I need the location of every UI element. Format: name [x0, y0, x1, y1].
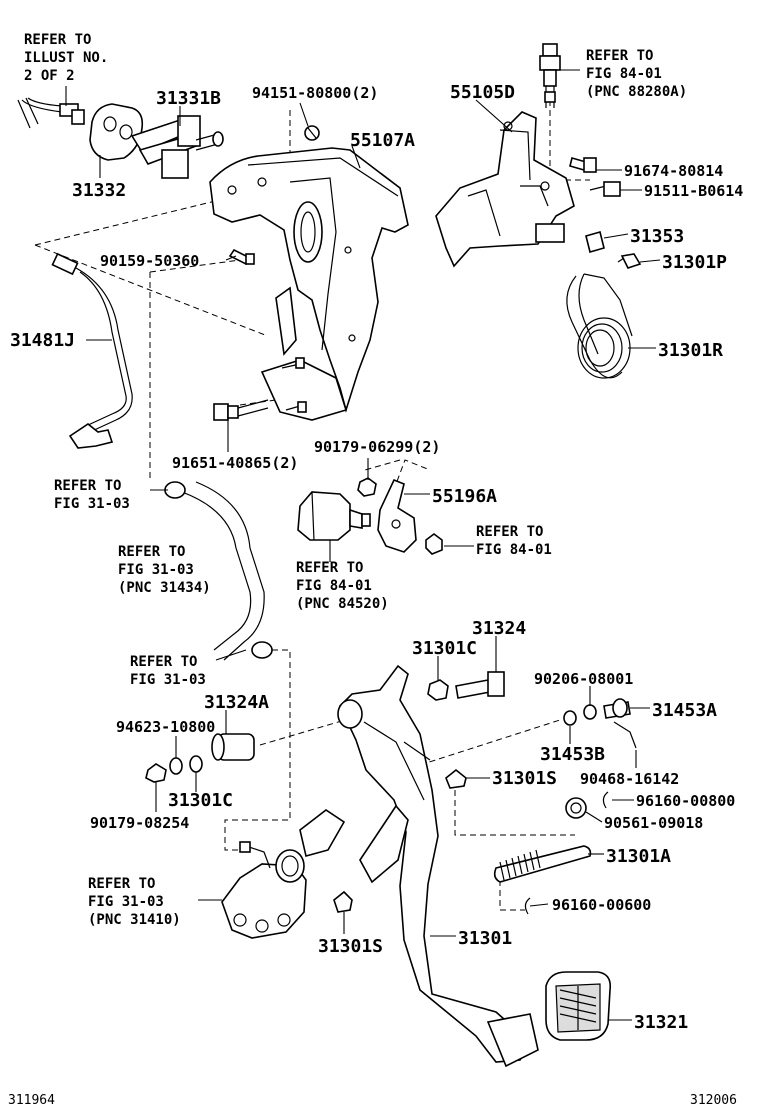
- ref-31410-line3: (PNC 31410): [88, 912, 181, 928]
- hose-31434: [164, 481, 273, 661]
- ref-84-01-line2: FIG 84-01: [476, 542, 552, 558]
- label-94623-10800: 94623-10800: [116, 718, 215, 736]
- bracket-55105D: [435, 111, 575, 268]
- push-rod-31331B: [130, 115, 224, 179]
- eclip-96160a: [602, 791, 609, 809]
- label-31321: 31321: [634, 1012, 688, 1033]
- label-90206-08001: 90206-08001: [534, 670, 633, 688]
- label-91511-B0614: 91511-B0614: [644, 182, 743, 200]
- label-96160-00600: 96160-00600: [552, 896, 651, 914]
- pedal-pad-31321: [545, 971, 612, 1041]
- bolt-90159: [228, 248, 255, 266]
- label-55105D: 55105D: [450, 82, 515, 103]
- ref-illust-line1: REFER TO: [24, 32, 91, 48]
- label-31301S-lower: 31301S: [318, 936, 383, 957]
- screw-91511: [589, 181, 621, 197]
- label-55196A: 55196A: [432, 486, 497, 507]
- switch-84520: [297, 491, 371, 541]
- corner-code-right: 312006: [690, 1093, 737, 1108]
- ref-88280A-line3: (PNC 88280A): [586, 84, 687, 100]
- clevis-90206: [563, 704, 597, 726]
- label-31453B: 31453B: [540, 744, 605, 765]
- ref-31434-line1: REFER TO: [118, 544, 185, 560]
- pin-31301P: [617, 253, 642, 269]
- ref-31410-line2: FIG 31-03: [88, 894, 164, 910]
- eclip-96160b: [524, 897, 531, 915]
- label-91674-80814: 91674-80814: [624, 162, 723, 180]
- ref-31434-line2: FIG 31-03: [118, 562, 194, 578]
- bolt-31324: [427, 671, 505, 701]
- pipe-31481J: [51, 252, 133, 449]
- ref-31434-line3: (PNC 31434): [118, 580, 211, 596]
- label-31301C-lower: 31301C: [168, 790, 233, 811]
- collar-31324A: [211, 733, 255, 761]
- label-90468-16142: 90468-16142: [580, 770, 679, 788]
- screw-91674: [569, 157, 597, 173]
- label-90159-50360: 90159-50360: [100, 252, 199, 270]
- label-31331B: 31331B: [156, 88, 221, 109]
- ref-88280A-line2: FIG 84-01: [586, 66, 662, 82]
- label-31332: 31332: [72, 180, 126, 201]
- ref-88280A-line1: REFER TO: [586, 48, 653, 64]
- label-96160-00800: 96160-00800: [636, 792, 735, 810]
- nut-90179a: [357, 477, 377, 497]
- label-31324: 31324: [472, 618, 526, 639]
- bushing-94623: [169, 755, 203, 775]
- bushing-90561: [565, 797, 587, 819]
- grommet-31332: [89, 103, 144, 161]
- dashed-guides: [34, 100, 590, 911]
- bracket-55107A: [209, 147, 409, 421]
- label-31301A: 31301A: [606, 846, 671, 867]
- clip-31353: [585, 231, 605, 253]
- spring-31301R: [566, 273, 633, 379]
- label-31301: 31301: [458, 928, 512, 949]
- stopper-31301S-a: [445, 768, 467, 789]
- ref-31410-line1: REFER TO: [88, 876, 155, 892]
- ref-31-03a-line2: FIG 31-03: [54, 496, 130, 512]
- ref-31-03b-line1: REFER TO: [130, 654, 197, 670]
- label-90179-08254: 90179-08254: [90, 814, 189, 832]
- bolt-94151: [304, 125, 320, 141]
- master-cylinder-31410: [221, 809, 346, 939]
- label-90179-06299: 90179-06299(2): [314, 438, 440, 456]
- nut-84-01: [425, 533, 443, 555]
- ref-31-03b-line2: FIG 31-03: [130, 672, 206, 688]
- label-31301C-upper: 31301C: [412, 638, 477, 659]
- sensor-88280A: [539, 43, 561, 108]
- shaft-spring-31301A: [493, 845, 592, 883]
- label-91651-40865: 91651-40865(2): [172, 454, 298, 472]
- nut-90179b: [145, 763, 167, 783]
- corner-code-left: 311964: [8, 1093, 55, 1108]
- ref-illust-line3: 2 OF 2: [24, 68, 75, 84]
- ref-84520-line3: (PNC 84520): [296, 596, 389, 612]
- pipe-upper-left: [17, 97, 85, 129]
- label-31301P: 31301P: [662, 252, 727, 273]
- label-31301R: 31301R: [658, 340, 723, 361]
- label-31453A: 31453A: [652, 700, 717, 721]
- pin-31453A: [603, 698, 631, 719]
- clip-90468: [613, 721, 637, 749]
- ref-31-03a-line1: REFER TO: [54, 478, 121, 494]
- label-55107A: 55107A: [350, 130, 415, 151]
- leader-lines: [65, 69, 661, 1021]
- label-90561-09018: 90561-09018: [604, 814, 703, 832]
- ref-84520-line2: FIG 84-01: [296, 578, 372, 594]
- label-31353: 31353: [630, 226, 684, 247]
- reference-notes: REFER TO ILLUST NO. 2 OF 2 REFER TO FIG …: [24, 32, 687, 928]
- label-31301S-upper: 31301S: [492, 768, 557, 789]
- bolt-91651: [213, 357, 307, 421]
- pedal-arm-31301: [337, 664, 539, 1068]
- part-number-labels: 31331B 94151-80800(2) 55105D 55107A 3133…: [10, 82, 743, 1033]
- stopper-31301S-b: [333, 890, 353, 913]
- ref-84520-line1: REFER TO: [296, 560, 363, 576]
- label-31481J: 31481J: [10, 330, 75, 351]
- label-94151-80800: 94151-80800(2): [252, 84, 378, 102]
- label-31324A: 31324A: [204, 692, 269, 713]
- bracket-55196A: [377, 478, 417, 553]
- corner-codes: 311964 312006: [8, 1093, 737, 1108]
- ref-84-01-line1: REFER TO: [476, 524, 543, 540]
- ref-illust-line2: ILLUST NO.: [24, 50, 108, 66]
